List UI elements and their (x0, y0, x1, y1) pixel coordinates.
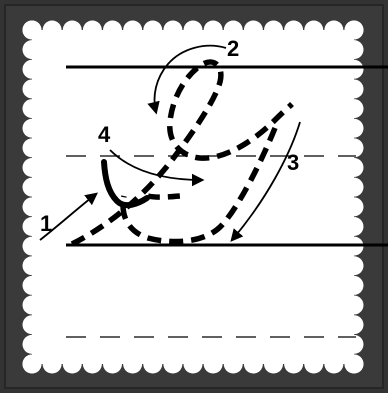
stamp-scallop (324, 355, 343, 374)
stamp-scallop (345, 197, 364, 216)
stamp-scallop (143, 355, 162, 374)
stamp-scallop (345, 79, 364, 98)
stamp-scallop (23, 237, 42, 256)
stamp-scallop (345, 40, 364, 59)
stamp-scallop (23, 21, 42, 40)
stamp-scallop (83, 355, 102, 374)
stamp-scallop (345, 138, 364, 157)
stamp-scallop (264, 355, 283, 374)
stamp-scallop (63, 355, 82, 374)
stamp-scallop (284, 21, 303, 40)
stamp-scallop (43, 21, 62, 40)
stamp-scallop (244, 355, 263, 374)
stamp-scallop (103, 21, 122, 40)
stamp-scallop (23, 158, 42, 177)
stamp-scallop (224, 355, 243, 374)
step-number-2: 2 (227, 36, 239, 61)
stamp-scallop (244, 21, 263, 40)
stamp-scallop (23, 99, 42, 118)
stamp-scallop (264, 21, 283, 40)
stamp-scallop (284, 355, 303, 374)
step-number-1: 1 (40, 211, 52, 236)
stamp-scallop (23, 60, 42, 79)
stamp-scallop (23, 276, 42, 295)
stamp-scallop (345, 217, 364, 236)
stamp-scallop (123, 21, 142, 40)
stamp-scallop (345, 99, 364, 118)
stamp-scallop (83, 21, 102, 40)
step-number-3: 3 (287, 150, 299, 175)
stamp-scallop (345, 60, 364, 79)
stamp-scallop (324, 21, 343, 40)
stamp-scallop (204, 21, 223, 40)
stamp-scallop (304, 355, 323, 374)
stamp-scallop (184, 21, 203, 40)
stamp-scallop (345, 276, 364, 295)
stamp-scallop (63, 21, 82, 40)
stamp-scallop (345, 296, 364, 315)
stamp-scallop (345, 158, 364, 177)
stamp-scallop (23, 256, 42, 275)
stamp-scallop (103, 355, 122, 374)
stamp-scallop (23, 217, 42, 236)
stamp-scallop (345, 21, 364, 40)
stamp-scallop (204, 355, 223, 374)
stamp-scallop (163, 21, 182, 40)
stamp-scallop (345, 119, 364, 138)
stamp-scallop (43, 355, 62, 374)
stamp-scallop (143, 21, 162, 40)
stamp-scallop (345, 335, 364, 354)
stamp-scallop (23, 315, 42, 334)
stamp-scallop (184, 355, 203, 374)
stamp-scallop (23, 335, 42, 354)
step-number-4: 4 (98, 122, 111, 147)
stamp-scallop (163, 355, 182, 374)
stamp-scallop (23, 197, 42, 216)
stamp-scallop (23, 296, 42, 315)
stamp-scallop (345, 256, 364, 275)
stamp-scallop (345, 315, 364, 334)
stamp-scallop (23, 119, 42, 138)
stamp-scallop (23, 79, 42, 98)
stamp-scallop (23, 355, 42, 374)
stamp-scallop (23, 40, 42, 59)
stamp-scallop (304, 21, 323, 40)
stamp-scallop (23, 138, 42, 157)
stamp-scallop (345, 178, 364, 197)
stamp-scallop (23, 178, 42, 197)
stamp-scallop (123, 355, 142, 374)
stamp-scallop (345, 355, 364, 374)
